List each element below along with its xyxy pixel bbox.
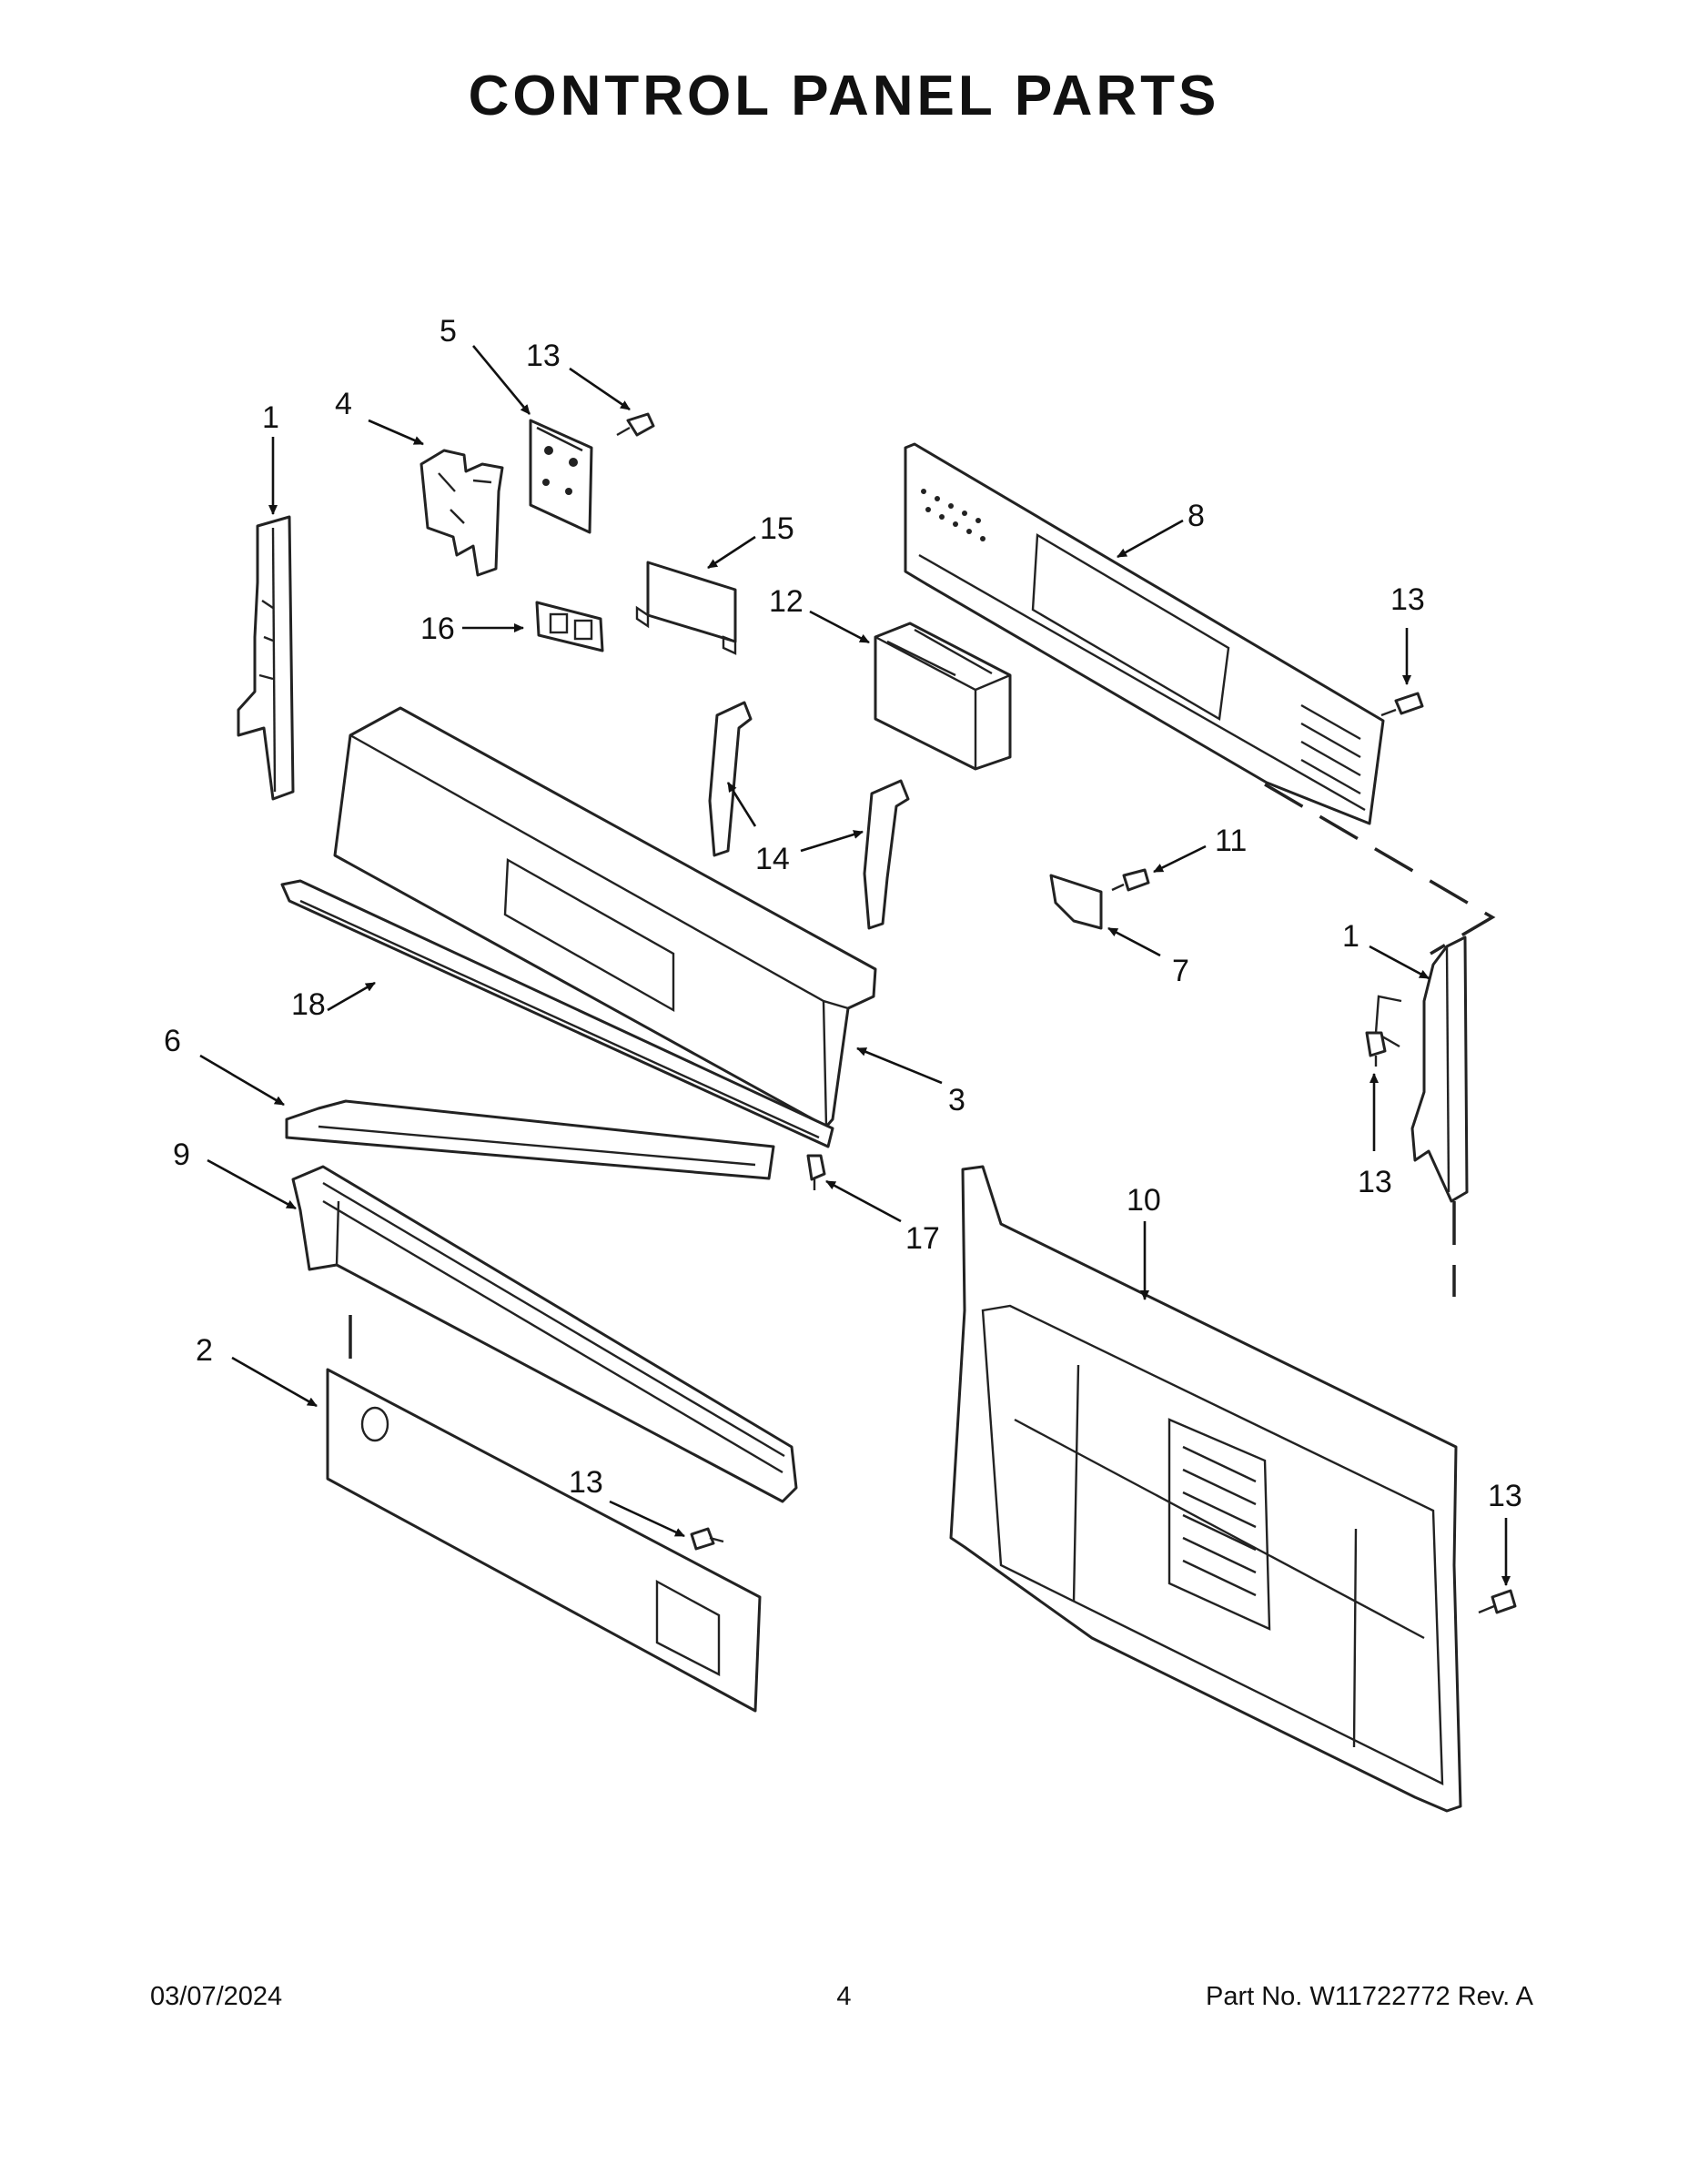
part-4-bracket-clip: [419, 449, 504, 577]
callout-13-right-middle: 13: [1358, 1165, 1392, 1199]
leader-line-8-to-1: [1264, 783, 1496, 956]
part-15-bracket: [635, 561, 737, 655]
callout-11: 11: [1215, 824, 1247, 858]
part-3-control-panel: [333, 706, 877, 1128]
callout-15: 15: [760, 511, 794, 546]
callout-13-top: 13: [526, 339, 561, 373]
part-13-screw-lower-left: [690, 1527, 724, 1551]
footer-page-number: 4: [836, 1982, 852, 2011]
callout-18: 18: [291, 987, 326, 1022]
part-9-frame: [291, 1165, 798, 1503]
callout-14: 14: [755, 842, 790, 876]
callout-9: 9: [173, 1138, 190, 1172]
part-7-clip: [1049, 874, 1103, 930]
part-13-screw-right-lower: [1478, 1589, 1517, 1614]
footer-part-number: Part No. W11722772 Rev. A: [1205, 1982, 1533, 2011]
part-10-rear-panel: [949, 1165, 1462, 1813]
part-1-right-side-bracket: [1374, 935, 1469, 1203]
part-6-strip: [285, 1099, 775, 1180]
part-12-control-housing: [874, 622, 1012, 771]
part-13-screw-top: [616, 412, 655, 437]
callout-labels: 1 4 5 13 15 16 12 8 13 14 11 7 1 18 6 3 …: [164, 314, 1522, 1513]
part-2-panel: [326, 1368, 762, 1713]
part-16-terminal-block: [535, 601, 604, 652]
callout-13-right-upper: 13: [1390, 582, 1425, 617]
callout-16: 16: [420, 612, 455, 646]
part-1-left-side-bracket: [237, 515, 295, 801]
callout-7: 7: [1172, 954, 1189, 988]
part-13-screw-right-middle: [1365, 1031, 1387, 1067]
part-18-trim: [280, 879, 834, 1148]
callout-6: 6: [164, 1024, 181, 1058]
part-8-rear-shield: [904, 442, 1385, 825]
callout-8: 8: [1188, 499, 1205, 533]
callout-3: 3: [948, 1083, 965, 1117]
callout-2: 2: [196, 1333, 213, 1368]
part-13-screw-right-upper: [1380, 692, 1424, 717]
callout-1-right: 1: [1342, 919, 1359, 954]
callout-10: 10: [1127, 1183, 1161, 1218]
part-5-control-board: [529, 419, 593, 534]
leader-arrows: [199, 345, 1511, 1586]
callout-5: 5: [440, 314, 457, 349]
footer-date: 03/07/2024: [150, 1982, 283, 2011]
part-14-brackets: [708, 701, 910, 930]
part-17-screw: [806, 1154, 826, 1190]
part-11-screw: [1111, 868, 1150, 892]
page-title: CONTROL PANEL PARTS: [468, 65, 1220, 127]
callout-13-lower-left: 13: [569, 1465, 603, 1500]
callout-4: 4: [335, 387, 352, 421]
callout-13-right-lower: 13: [1488, 1479, 1522, 1513]
callout-1-left: 1: [262, 400, 279, 435]
callout-17: 17: [905, 1221, 940, 1256]
callout-12: 12: [769, 584, 804, 619]
